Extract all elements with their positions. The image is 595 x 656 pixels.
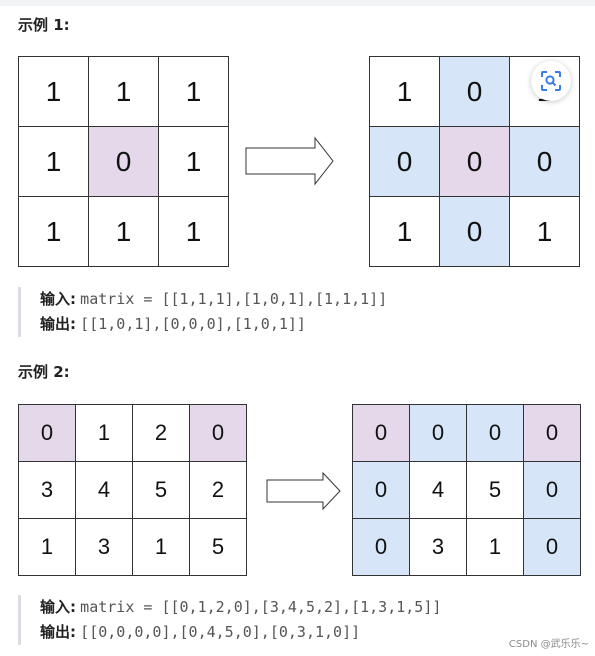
matrix-cell: 1 xyxy=(466,518,524,576)
example-2-heading: 示例 2: xyxy=(18,363,70,381)
matrix-cell-zeroed: 0 xyxy=(409,404,467,462)
matrix-cell: 1 xyxy=(75,404,133,462)
matrix-cell-zero: 0 xyxy=(189,404,247,462)
input-line: 输入: matrix = [[1,1,1],[1,0,1],[1,1,1]] xyxy=(40,287,595,312)
matrix-cell: 1 xyxy=(18,56,89,127)
example-2-output-matrix: 0 0 0 0 0 4 5 0 0 3 1 0 xyxy=(352,404,581,576)
matrix-cell: 1 xyxy=(18,196,89,267)
matrix-cell: 3 xyxy=(75,518,133,576)
matrix-cell: 5 xyxy=(466,461,524,519)
example-2-input-matrix: 0 1 2 0 3 4 5 2 1 3 1 5 xyxy=(18,404,247,576)
matrix-cell: 1 xyxy=(158,196,229,267)
input-code: matrix = [[0,1,2,0],[3,4,5,2],[1,3,1,5]] xyxy=(80,598,442,616)
matrix-cell-zeroed: 0 xyxy=(466,404,524,462)
input-label: 输入: xyxy=(40,290,76,308)
watermark: CSDN @武乐乐~ xyxy=(508,639,589,650)
input-code: matrix = [[1,1,1],[1,0,1],[1,1,1]] xyxy=(80,290,388,308)
matrix-cell-zeroed: 0 xyxy=(352,518,410,576)
matrix-cell: 1 xyxy=(88,56,159,127)
matrix-cell: 4 xyxy=(409,461,467,519)
matrix-cell-zeroed: 0 xyxy=(509,126,580,197)
output-line: 输出: [[1,0,1],[0,0,0],[1,0,1]] xyxy=(40,312,595,337)
matrix-cell: 1 xyxy=(18,518,76,576)
example-1-heading: 示例 1: xyxy=(18,16,70,34)
matrix-cell-zero: 0 xyxy=(88,126,159,197)
matrix-cell-zero: 0 xyxy=(439,126,510,197)
matrix-cell: 1 xyxy=(88,196,159,267)
image-scan-button[interactable] xyxy=(531,61,571,101)
right-arrow-icon xyxy=(245,136,334,186)
matrix-cell-zeroed: 0 xyxy=(523,461,581,519)
matrix-cell: 2 xyxy=(189,461,247,519)
matrix-cell: 1 xyxy=(369,56,440,127)
matrix-cell-zeroed: 0 xyxy=(352,461,410,519)
output-label: 输出: xyxy=(40,315,76,333)
output-label: 输出: xyxy=(40,623,76,641)
matrix-cell-zero: 0 xyxy=(523,404,581,462)
matrix-cell: 2 xyxy=(132,404,190,462)
example-1-io-block: 输入: matrix = [[1,1,1],[1,0,1],[1,1,1]] 输… xyxy=(18,287,595,337)
input-label: 输入: xyxy=(40,598,76,616)
matrix-cell-zeroed: 0 xyxy=(439,56,510,127)
top-bar xyxy=(0,0,595,6)
matrix-cell-zeroed: 0 xyxy=(523,518,581,576)
matrix-cell-zero: 0 xyxy=(18,404,76,462)
matrix-cell-zeroed: 0 xyxy=(439,196,510,267)
matrix-cell: 1 xyxy=(509,196,580,267)
matrix-cell: 3 xyxy=(409,518,467,576)
input-line: 输入: matrix = [[0,1,2,0],[3,4,5,2],[1,3,1… xyxy=(40,595,595,620)
matrix-cell: 4 xyxy=(75,461,133,519)
output-code: [[0,0,0,0],[0,4,5,0],[0,3,1,0]] xyxy=(80,623,361,641)
matrix-cell-zero: 0 xyxy=(352,404,410,462)
output-line: 输出: [[0,0,0,0],[0,4,5,0],[0,3,1,0]] xyxy=(40,620,595,645)
matrix-cell: 1 xyxy=(132,518,190,576)
right-arrow-icon xyxy=(266,472,341,511)
matrix-cell: 1 xyxy=(158,56,229,127)
example-1-input-matrix: 1 1 1 1 0 1 1 1 1 xyxy=(18,56,229,267)
matrix-cell: 3 xyxy=(18,461,76,519)
output-code: [[1,0,1],[0,0,0],[1,0,1]] xyxy=(80,315,306,333)
scan-image-icon xyxy=(541,71,561,91)
matrix-cell: 1 xyxy=(158,126,229,197)
matrix-cell-zeroed: 0 xyxy=(369,126,440,197)
matrix-cell: 1 xyxy=(369,196,440,267)
matrix-cell: 5 xyxy=(189,518,247,576)
matrix-cell: 5 xyxy=(132,461,190,519)
example-2-io-block: 输入: matrix = [[0,1,2,0],[3,4,5,2],[1,3,1… xyxy=(18,595,595,645)
matrix-cell: 1 xyxy=(18,126,89,197)
